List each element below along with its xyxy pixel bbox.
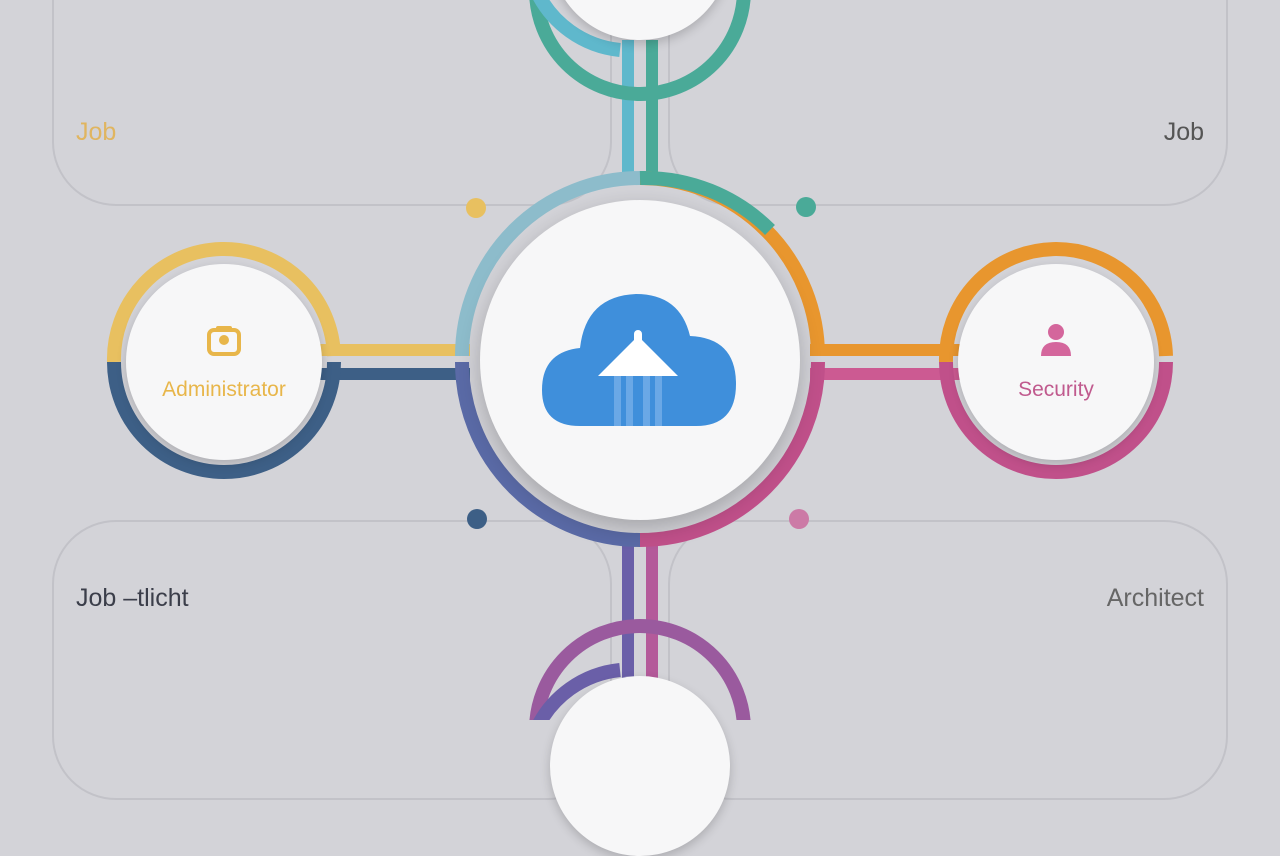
center-ring-bottom-right xyxy=(639,361,825,547)
right-connector-pink xyxy=(810,368,970,380)
center-ring-top-left xyxy=(455,171,641,357)
panel-top-left-label: Job xyxy=(76,118,117,146)
bottom-node xyxy=(550,676,730,856)
dot-bottom-right xyxy=(789,509,809,529)
panel-bottom-right-label: Architect xyxy=(1106,584,1204,612)
dot-top-right xyxy=(796,197,816,217)
center-ring-bottom-left xyxy=(455,361,641,547)
panel-bottom-left-label: Job –tlicht xyxy=(76,584,189,612)
administrator-label: Administrator xyxy=(162,378,286,401)
right-ring-top xyxy=(938,242,1173,363)
right-node: Security xyxy=(958,264,1154,460)
left-ring-bottom xyxy=(107,361,341,479)
center-ring-teal-arc xyxy=(639,170,775,236)
cloud-upload-icon xyxy=(542,294,736,426)
dot-top-left xyxy=(466,198,486,218)
left-connector-navy xyxy=(320,368,470,380)
bottom-connector-purple xyxy=(622,540,634,690)
bottom-connector-pink xyxy=(646,540,658,690)
left-node: Administrator xyxy=(126,264,322,460)
panel-top-right-label: Job xyxy=(1163,118,1204,146)
panel-top-left xyxy=(52,0,612,206)
left-connector-yellow xyxy=(320,344,470,356)
user-icon xyxy=(1041,324,1071,356)
bottom-ring xyxy=(529,619,751,720)
connector-lines xyxy=(106,0,1173,720)
left-ring-top xyxy=(106,242,341,363)
top-ring xyxy=(529,0,751,101)
security-label: Security xyxy=(1018,378,1094,401)
top-connector-cyan xyxy=(622,40,634,185)
top-connector-teal xyxy=(646,40,658,185)
panel-top-right xyxy=(668,0,1228,206)
bottom-ring-purple xyxy=(533,663,621,720)
top-ring-cyan xyxy=(533,0,621,57)
diagram-canvas: Job Job Job –tlicht Architect xyxy=(52,0,1228,856)
right-ring-bottom xyxy=(939,361,1173,479)
right-connector-orange xyxy=(810,344,970,356)
center-node xyxy=(480,200,800,520)
dot-bottom-left xyxy=(467,509,487,529)
admin-badge-icon xyxy=(207,326,241,356)
